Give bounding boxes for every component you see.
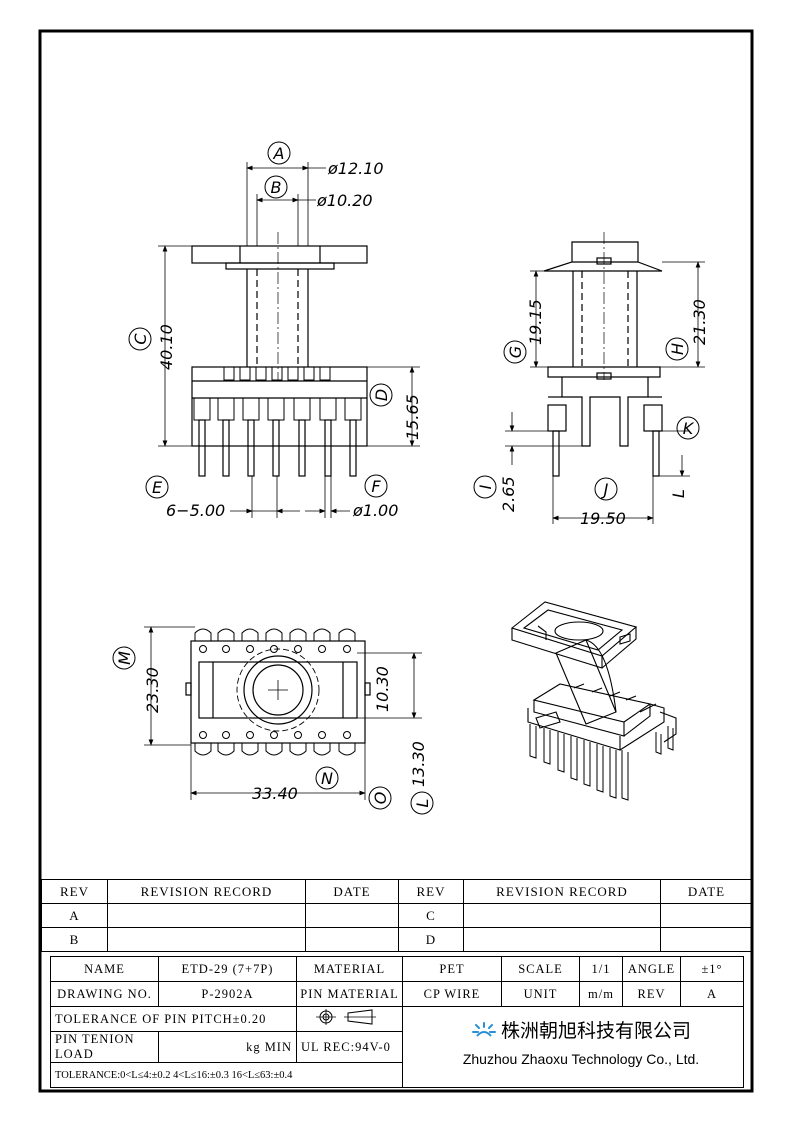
tolerance-general: TOLERANCE:0<L≤4:±0.2 4<L≤16:±0.3 16<L≤63… bbox=[50, 1062, 403, 1088]
dim-pin-dia: ø1.00 bbox=[352, 501, 398, 520]
revision-record-header: REVISION RECORD bbox=[107, 879, 306, 904]
company-name-cn-row: 株洲朝旭科技有限公司 bbox=[420, 1016, 742, 1043]
label-H: H bbox=[668, 343, 687, 355]
projection-icon bbox=[315, 1009, 376, 1025]
date-cell bbox=[660, 927, 753, 952]
pin-material-label: PIN MATERIAL bbox=[296, 981, 403, 1007]
isometric-view bbox=[510, 601, 677, 801]
dim-M: 23.30 bbox=[143, 667, 162, 713]
pin-tension-unit: kg MIN bbox=[158, 1031, 297, 1063]
dim-N: 33.40 bbox=[252, 784, 298, 803]
label-D: D bbox=[372, 389, 391, 401]
rev-header: REV bbox=[398, 879, 464, 904]
revision-record-cell bbox=[107, 903, 306, 928]
dim-B: ø10.20 bbox=[316, 191, 373, 210]
label-N: N bbox=[321, 769, 333, 788]
rev-value: A bbox=[680, 981, 744, 1007]
ul-rec: UL REC:94V-0 bbox=[296, 1031, 403, 1063]
dim-pitch: 6−5.00 bbox=[166, 501, 225, 520]
label-A: A bbox=[273, 144, 285, 163]
date-cell bbox=[305, 903, 399, 928]
rev-cell: B bbox=[41, 927, 108, 952]
rev-label: REV bbox=[622, 981, 681, 1007]
label-C: C bbox=[131, 333, 150, 345]
date-header: DATE bbox=[660, 879, 753, 904]
label-B: B bbox=[271, 178, 282, 197]
angle-label: ANGLE bbox=[622, 956, 681, 982]
dim-A: ø12.10 bbox=[327, 159, 384, 178]
name-value: ETD-29 (7+7P) bbox=[158, 956, 297, 982]
label-M: M bbox=[115, 651, 134, 665]
projection-symbol bbox=[296, 1006, 403, 1032]
dim-C: 40.10 bbox=[157, 324, 176, 370]
drawing-no-value: P-2902A bbox=[158, 981, 297, 1007]
tolerance-pin-pitch: TOLERANCE OF PIN PITCH±0.20 bbox=[50, 1006, 297, 1032]
rev-header: REV bbox=[41, 879, 108, 904]
company-block: 株洲朝旭科技有限公司 Zhuzhou Zhaoxu Technology Co.… bbox=[420, 1008, 742, 1078]
rev-cell: D bbox=[398, 927, 464, 952]
dim-inner: 10.30 bbox=[373, 666, 392, 712]
drawing-no-label: DRAWING NO. bbox=[50, 981, 159, 1007]
scale-label: SCALE bbox=[501, 956, 580, 982]
label-I: I bbox=[476, 484, 495, 489]
label-F: F bbox=[371, 477, 381, 496]
dim-I: 2.65 bbox=[499, 476, 518, 512]
label-G: G bbox=[506, 346, 525, 358]
revision-record-header: REVISION RECORD bbox=[463, 879, 661, 904]
scale-value: 1/1 bbox=[579, 956, 623, 982]
dim-D: 15.65 bbox=[403, 394, 422, 440]
company-name-cn: 株洲朝旭科技有限公司 bbox=[500, 1020, 691, 1042]
sheet-border bbox=[38, 29, 754, 1093]
unit-label: UNIT bbox=[501, 981, 580, 1007]
pin-tension-label: PIN TENION LOAD bbox=[50, 1031, 159, 1063]
rev-cell: C bbox=[398, 903, 464, 928]
side-view bbox=[473, 232, 705, 524]
label-L: L bbox=[413, 799, 432, 808]
dim-G: 19.15 bbox=[526, 299, 545, 345]
bottom-view bbox=[112, 626, 434, 815]
dim-L-side: L bbox=[669, 489, 688, 498]
label-O: O bbox=[371, 792, 390, 805]
front-view bbox=[128, 141, 420, 518]
company-logo-icon bbox=[471, 1022, 496, 1037]
label-K: K bbox=[683, 419, 695, 438]
revision-record-cell bbox=[463, 927, 661, 952]
rev-cell: A bbox=[41, 903, 108, 928]
material-value: PET bbox=[402, 956, 502, 982]
revision-record-cell bbox=[107, 927, 306, 952]
label-J: J bbox=[601, 480, 609, 499]
label-E: E bbox=[152, 478, 163, 497]
date-cell bbox=[305, 927, 399, 952]
company-name-en: Zhuzhou Zhaoxu Technology Co., Ltd. bbox=[462, 1051, 700, 1067]
date-cell bbox=[660, 903, 753, 928]
material-label: MATERIAL bbox=[296, 956, 403, 982]
title-block: NAME ETD-29 (7+7P) MATERIAL PET SCALE 1/… bbox=[50, 956, 744, 1088]
pin-material-value: CP WIRE bbox=[402, 981, 502, 1007]
unit-value: m/m bbox=[579, 981, 623, 1007]
dim-L: 13.30 bbox=[409, 741, 428, 787]
revision-record-cell bbox=[463, 903, 661, 928]
date-header: DATE bbox=[305, 879, 399, 904]
dim-J: 19.50 bbox=[580, 509, 626, 528]
angle-value: ±1° bbox=[680, 956, 744, 982]
revision-table: REV REVISION RECORD DATE REV REVISION RE… bbox=[41, 879, 753, 952]
name-label: NAME bbox=[50, 956, 159, 982]
dim-H: 21.30 bbox=[690, 299, 709, 345]
